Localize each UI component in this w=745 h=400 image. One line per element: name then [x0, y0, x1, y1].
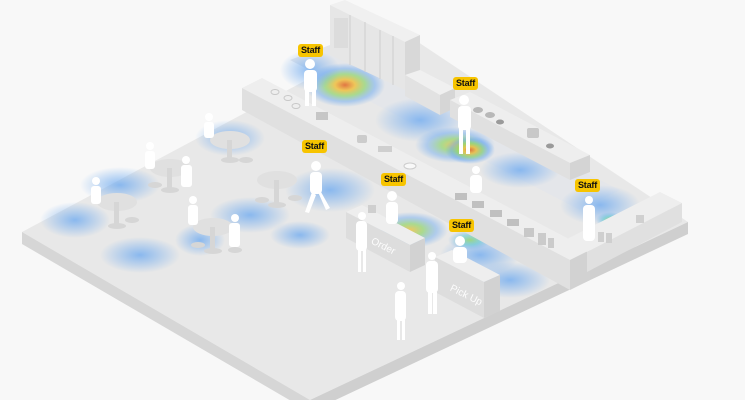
- staff-figure-corner: [583, 196, 595, 241]
- staff-badge-cashier[interactable]: Staff: [381, 173, 406, 186]
- stove-counter: [450, 92, 590, 180]
- staff-figure-cashier: [386, 191, 398, 224]
- dining-tables: [97, 131, 302, 254]
- pickup-counter: [435, 250, 500, 318]
- staff-badge-fridge[interactable]: Staff: [298, 44, 323, 57]
- staff-figure-waiter: [305, 161, 330, 213]
- prep-counter: [242, 78, 590, 290]
- staff-figure-cook: [470, 166, 482, 193]
- staff-badge-waiter[interactable]: Staff: [302, 140, 327, 153]
- refrigerator-units: [330, 0, 455, 115]
- staff-badge-pickup[interactable]: Staff: [449, 219, 474, 232]
- staff-figure-fridge: [304, 59, 317, 106]
- staff-badge-corner[interactable]: Staff: [575, 179, 600, 192]
- customer-figures: [91, 113, 438, 340]
- staff-figure-stove: [458, 95, 471, 154]
- staff-badge-stove[interactable]: Staff: [453, 77, 478, 90]
- people: [91, 59, 595, 340]
- staff-figure-pickup: [453, 236, 467, 263]
